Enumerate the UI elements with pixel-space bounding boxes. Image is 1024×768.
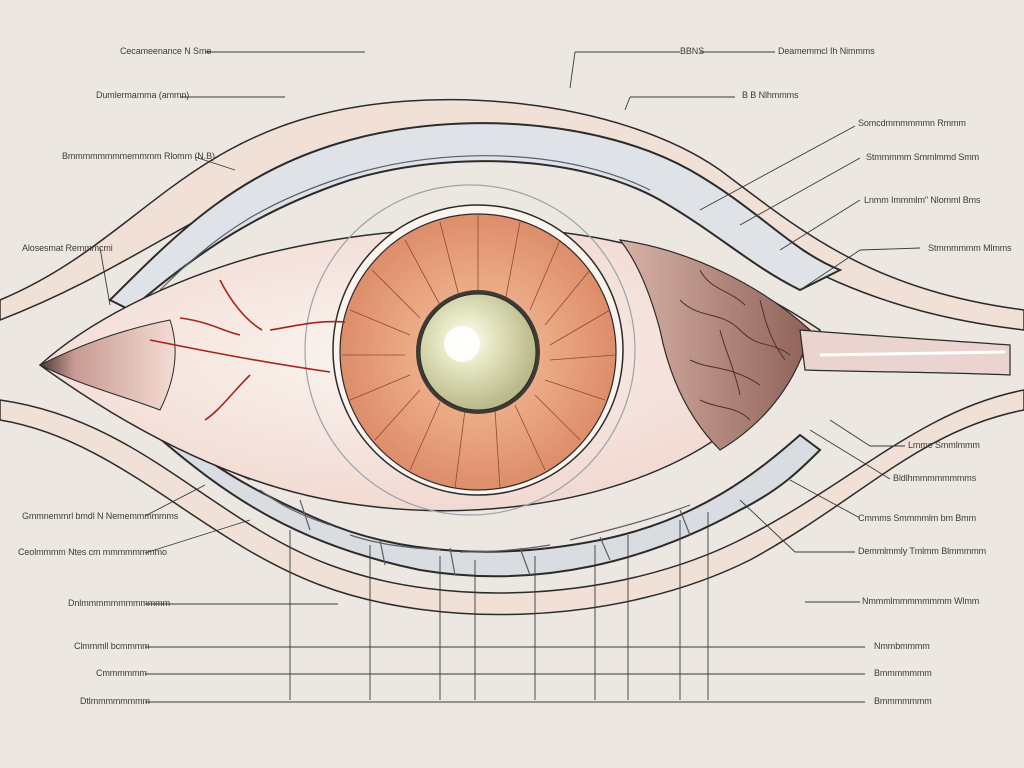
choroid-region xyxy=(618,239,811,451)
label-left-2: Dumlermamma (ammn) xyxy=(96,90,190,100)
label-right-4: Stmmmmmm Mlmms xyxy=(928,243,1012,253)
outer-lens-ring xyxy=(304,184,636,516)
label-left-9: Cmmmmmm xyxy=(96,668,147,678)
label-left-6: Ceolmmmm Ntes cm mmmmmmmmo xyxy=(18,547,167,557)
label-left-7: Dnlmmmmmmmmmmmm xyxy=(68,598,170,608)
label-right-10: Nmmbmmmm xyxy=(874,641,930,651)
label-right-6: Bldlhmmmmmmmms xyxy=(893,473,977,483)
label-top-3: B B Nlhmmms xyxy=(742,90,799,100)
blood-vessels xyxy=(149,279,346,421)
label-right-5: Lmme Smmlmmm xyxy=(908,440,980,450)
lower-tissue-cells xyxy=(189,449,691,576)
label-left-4: Alosesmat Remmmcmi xyxy=(22,243,113,253)
label-left-8: Clmmmll bcmmmm xyxy=(74,641,150,651)
label-right-11: Bmmmmmmm xyxy=(874,668,932,678)
label-top-1: BBNS xyxy=(680,46,705,56)
leader-lines xyxy=(99,51,921,703)
choroid-vessels xyxy=(679,269,791,421)
medial-canthus xyxy=(38,319,176,411)
lower-tissue-band xyxy=(148,418,822,578)
label-left-3: Bmmmmmmmmemmmm Rlomm (N.B) xyxy=(62,151,215,161)
label-left-1: Cecameenance N Sme xyxy=(120,46,212,56)
lower-eyelid-outer xyxy=(0,389,1024,616)
label-left-5: Gmmnemmrl bmdl N Nememmmmmms xyxy=(22,511,179,521)
label-right-9: Nmmmlmmmmmmmm Wlmm xyxy=(862,596,980,606)
label-left-10: Dtlmmmmmmmm xyxy=(80,696,150,706)
label-right-1: Somcdmmmmmmn Rmmm xyxy=(858,118,966,128)
iris-fibers xyxy=(342,214,616,489)
label-right-12: Bmmmmmmm xyxy=(874,696,932,706)
label-right-8: Demmlmmly Tmlmm Blmmmmm xyxy=(858,546,987,556)
upper-corneal-band xyxy=(108,122,843,312)
label-right-3: Lnmm Immmlm" Nlomml Bms xyxy=(864,195,981,205)
lens-highlight xyxy=(444,326,480,362)
label-top-2: Deamemmcl Ih Nimmms xyxy=(778,46,875,56)
label-right-2: Stmmmmm Smmlmmd Smm xyxy=(866,152,980,162)
label-right-7: Cmmms Smmmmlm bm Bmm xyxy=(858,513,976,523)
